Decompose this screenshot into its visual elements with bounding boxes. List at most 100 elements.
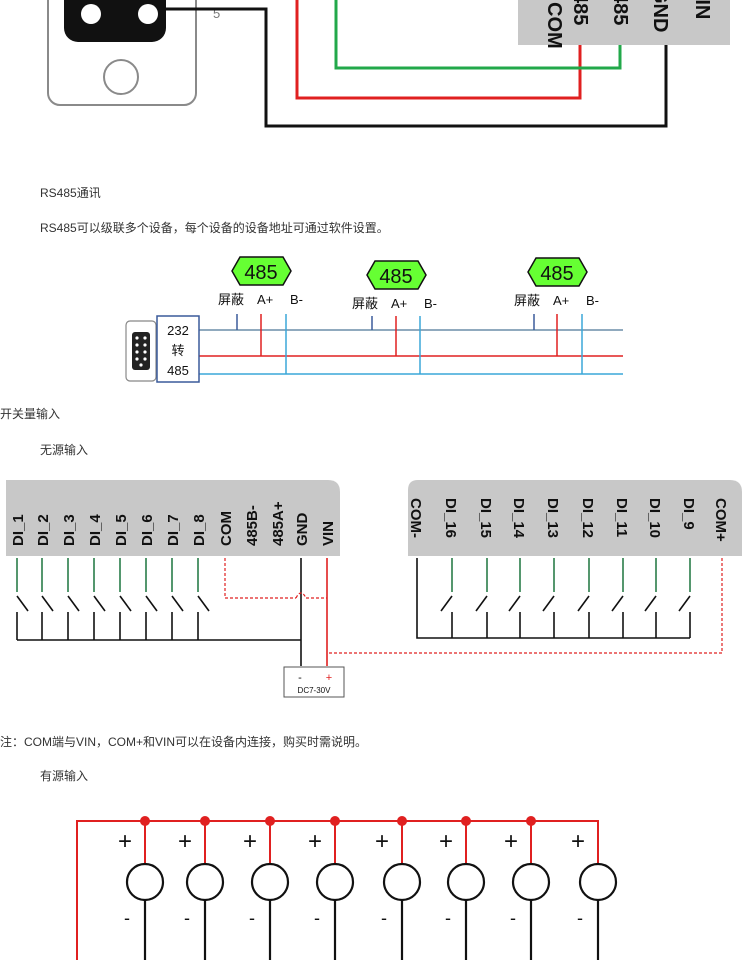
left-terminal-label: DI_5 <box>113 514 130 546</box>
left-terminal-label: DI_7 <box>165 514 182 546</box>
a-plus-label: A+ <box>553 293 569 308</box>
rs485-badge <box>231 256 292 286</box>
b-minus-label: B- <box>424 296 437 311</box>
left-terminal-block <box>6 480 340 556</box>
plus-sign: + <box>375 828 389 855</box>
switch-contact <box>678 595 691 612</box>
wire-green <box>334 0 622 70</box>
switch-contact <box>16 595 29 612</box>
power-minus: - <box>298 672 302 684</box>
rs485-badge <box>366 260 427 290</box>
com-plus-dashed-wire <box>327 558 723 654</box>
shield-label: 屏蔽 <box>352 296 378 311</box>
right-terminal-label: DI_10 <box>646 498 663 538</box>
switch-contact <box>67 595 80 612</box>
left-terminal-label: 485A+ <box>270 501 287 546</box>
rs485-badge <box>527 257 588 287</box>
power-plus: + <box>326 672 332 684</box>
voltage-source <box>578 862 618 902</box>
minus-sign: - <box>510 908 516 928</box>
power-label: DC7-30V <box>298 686 332 695</box>
converter-box <box>156 315 200 383</box>
a-plus-label: A+ <box>257 292 273 307</box>
right-terminal-label: DI_16 <box>442 498 459 538</box>
left-terminal-label: VIN <box>320 521 337 546</box>
db9-mount-hole <box>103 59 139 95</box>
rs485-bus-diagram: 485 屏蔽 A+ B- 485 屏蔽 A+ B- 485 屏蔽 A+ B- <box>125 256 623 383</box>
right-terminal-label: DI_11 <box>613 498 630 537</box>
terminal-label-com: COM <box>543 2 565 49</box>
right-common-bus <box>416 558 690 639</box>
shield-label: 屏蔽 <box>218 292 244 307</box>
left-terminal-label: DI_8 <box>191 514 208 546</box>
minus-sign: - <box>184 908 190 928</box>
wire-black <box>165 7 668 128</box>
power-supply-box <box>283 666 345 698</box>
minus-sign: - <box>314 908 320 928</box>
minus-sign: - <box>249 908 255 928</box>
voltage-source <box>446 862 486 902</box>
voltage-source <box>382 862 422 902</box>
plus-sign: + <box>243 828 257 855</box>
minus-sign: - <box>381 908 387 928</box>
left-terminal-label: DI_6 <box>139 514 156 546</box>
wiring-note: 注：COM端与VIN，COM+和VIN可以在设备内连接，购买时需说明。 <box>0 735 368 749</box>
right-terminal-label: COM- <box>407 498 424 538</box>
switch-contact <box>577 595 590 612</box>
left-terminal-label: DI_2 <box>35 514 52 546</box>
rs485-node-1: 485 屏蔽 A+ B- <box>218 256 303 374</box>
converter-line2: 转 <box>171 343 184 358</box>
b-minus-label: B- <box>586 293 599 308</box>
plus-sign: + <box>308 828 322 855</box>
switch-input-title: 开关量输入 <box>0 407 61 421</box>
left-terminal-label: DI_1 <box>10 514 27 546</box>
converter-line1: 232 <box>167 323 189 338</box>
b-minus-label: B- <box>290 292 303 307</box>
shield-label: 屏蔽 <box>514 293 540 308</box>
switch-contact <box>542 595 555 612</box>
switch-contact <box>508 595 521 612</box>
badge-text: 485 <box>540 263 573 285</box>
voltage-source <box>185 862 225 902</box>
switch-contact <box>145 595 158 612</box>
converter-line3: 485 <box>167 363 189 378</box>
minus-sign: - <box>445 908 451 928</box>
minus-sign: - <box>124 908 130 928</box>
rs485-description: RS485可以级联多个设备，每个设备的设备地址可通过软件设置。 <box>40 221 389 235</box>
db9-wiring-diagram: 5 COM 485 485 GND VIN <box>47 0 730 128</box>
right-terminal-label: DI_13 <box>544 498 561 538</box>
db9-pin <box>138 4 158 24</box>
left-terminal-label: GND <box>294 513 311 547</box>
right-terminal-label: DI_15 <box>477 498 494 538</box>
rs485-node-2: 485 屏蔽 A+ B- <box>352 260 437 374</box>
voltage-source <box>250 862 290 902</box>
rs485-node-3: 485 屏蔽 A+ B- <box>514 257 599 374</box>
badge-text: 485 <box>244 262 277 284</box>
a-plus-label: A+ <box>391 296 407 311</box>
left-terminal-label: COM <box>218 511 235 546</box>
right-terminal-label: DI_9 <box>680 498 697 530</box>
right-terminal-label: DI_12 <box>579 498 596 538</box>
com-dashed-wire <box>224 558 296 599</box>
switch-contact <box>644 595 657 612</box>
terminal-label-485a: 485 <box>569 0 591 25</box>
left-terminal-label: DI_3 <box>61 514 78 546</box>
switch-contact <box>171 595 184 612</box>
rs232-to-485-converter: 232 转 485 <box>125 315 200 383</box>
plus-sign: + <box>504 828 518 855</box>
terminal-label-gnd: GND <box>649 0 671 32</box>
switch-contact <box>119 595 132 612</box>
db9-pin <box>81 4 101 24</box>
rs485-section-title: RS485通讯 <box>40 186 101 200</box>
plus-sign: + <box>439 828 453 855</box>
pin-number-label: 5 <box>213 6 220 21</box>
voltage-source <box>511 862 551 902</box>
terminal-label-vin: VIN <box>691 0 713 19</box>
switch-contact <box>475 595 488 612</box>
minus-sign: - <box>577 908 583 928</box>
badge-text: 485 <box>379 266 412 288</box>
switch-contact <box>611 595 624 612</box>
wire-red <box>295 0 582 100</box>
